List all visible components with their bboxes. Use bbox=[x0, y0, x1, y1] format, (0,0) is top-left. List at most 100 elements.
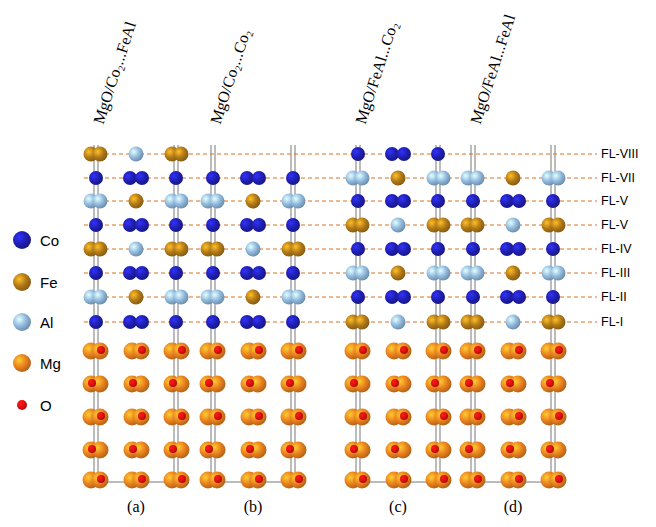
atom-ball bbox=[474, 412, 482, 420]
atom-ball bbox=[92, 409, 109, 426]
atom-ball bbox=[400, 412, 408, 420]
atom-ball bbox=[174, 194, 189, 209]
atom-ball bbox=[431, 242, 445, 256]
atom-ball bbox=[295, 412, 303, 420]
atom-ball bbox=[395, 343, 412, 360]
atom-ball bbox=[431, 194, 445, 208]
legend-swatch bbox=[12, 230, 32, 250]
atom-ball bbox=[286, 171, 300, 185]
atom-ball bbox=[436, 218, 451, 233]
legend-label: O bbox=[40, 397, 52, 414]
atom-ball bbox=[470, 266, 485, 281]
atom-ball bbox=[431, 445, 439, 453]
atom-ball bbox=[240, 266, 254, 280]
atom-ball bbox=[123, 171, 137, 185]
atom-ball bbox=[214, 475, 222, 483]
atom-ball bbox=[178, 475, 186, 483]
atom-ball bbox=[240, 218, 254, 232]
atom-ball bbox=[89, 315, 103, 329]
legend-item: Co bbox=[12, 230, 59, 250]
atom-ball bbox=[551, 266, 566, 281]
atom-ball bbox=[250, 343, 267, 360]
atom-ball bbox=[135, 266, 149, 280]
atom-ball bbox=[469, 409, 486, 426]
atom-ball bbox=[506, 315, 521, 330]
atom-ball bbox=[400, 346, 408, 354]
layer-label: FL-VII bbox=[601, 172, 635, 185]
atom-ball bbox=[295, 346, 303, 354]
atom-ball bbox=[350, 445, 358, 453]
panel-label: (c) bbox=[389, 499, 407, 515]
atom-ball bbox=[89, 171, 103, 185]
atom-ball bbox=[206, 171, 220, 185]
atom-ball bbox=[291, 290, 306, 305]
atom-ball bbox=[506, 379, 514, 387]
atom-ball bbox=[92, 472, 109, 489]
atom-ball bbox=[290, 472, 307, 489]
atom-ball bbox=[174, 242, 189, 257]
atom-ball bbox=[169, 315, 183, 329]
atom-ball bbox=[465, 445, 473, 453]
atom-ball bbox=[138, 346, 146, 354]
atom-ball bbox=[286, 315, 300, 329]
layer-guide-line bbox=[84, 154, 597, 155]
atom-ball bbox=[169, 171, 183, 185]
atom-ball bbox=[391, 315, 406, 330]
atom-ball bbox=[391, 171, 406, 186]
column-title: MgO/FeAl...Co₂ bbox=[353, 20, 401, 126]
atom-ball bbox=[246, 242, 261, 257]
atom-ball bbox=[129, 147, 144, 162]
atom-ball bbox=[397, 290, 411, 304]
atom-ball bbox=[351, 147, 365, 161]
atom-ball bbox=[354, 409, 371, 426]
atom-ball bbox=[355, 315, 370, 330]
atom-ball bbox=[546, 194, 560, 208]
atom-ball bbox=[295, 475, 303, 483]
atom-ball bbox=[506, 266, 521, 281]
atom-ball bbox=[169, 379, 177, 387]
atom-ball bbox=[506, 171, 521, 186]
atom-ball bbox=[506, 445, 514, 453]
atom-ball bbox=[123, 315, 137, 329]
atom-ball bbox=[206, 218, 220, 232]
atom-ball bbox=[97, 412, 105, 420]
legend-label: Co bbox=[40, 232, 59, 249]
atom-ball bbox=[436, 266, 451, 281]
atom-ball bbox=[550, 343, 567, 360]
atom-ball bbox=[123, 266, 137, 280]
atom-ball bbox=[214, 412, 222, 420]
legend-label: Mg bbox=[40, 355, 61, 372]
atom-ball bbox=[435, 472, 452, 489]
layer-label: FL-V bbox=[601, 219, 628, 232]
legend-swatch bbox=[12, 272, 32, 292]
atom-ball bbox=[395, 409, 412, 426]
atom-ball bbox=[173, 472, 190, 489]
atom-ball bbox=[546, 379, 554, 387]
atom-ball bbox=[286, 266, 300, 280]
atom-ball bbox=[546, 445, 554, 453]
legend-swatch-ball bbox=[17, 400, 27, 410]
atom-ball bbox=[512, 194, 526, 208]
layer-label: FL-III bbox=[601, 267, 630, 280]
atom-ball bbox=[174, 290, 189, 305]
atom-ball bbox=[550, 409, 567, 426]
atom-ball bbox=[431, 379, 439, 387]
atom-ball bbox=[206, 315, 220, 329]
atom-ball bbox=[440, 475, 448, 483]
atom-ball bbox=[97, 346, 105, 354]
atom-ball bbox=[397, 147, 411, 161]
atom-ball bbox=[385, 242, 399, 256]
atom-ball bbox=[351, 194, 365, 208]
atom-ball bbox=[440, 412, 448, 420]
atom-ball bbox=[510, 409, 527, 426]
layer-label: FL-I bbox=[601, 316, 623, 329]
atom-ball bbox=[250, 472, 267, 489]
atom-ball bbox=[351, 242, 365, 256]
atom-ball bbox=[210, 290, 225, 305]
legend-label: Fe bbox=[40, 274, 58, 291]
atom-ball bbox=[431, 290, 445, 304]
atom-ball bbox=[129, 242, 144, 257]
atom-ball bbox=[385, 290, 399, 304]
atom-ball bbox=[88, 379, 96, 387]
atom-ball bbox=[135, 171, 149, 185]
